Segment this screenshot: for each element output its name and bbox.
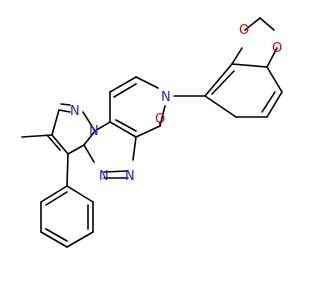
bond [83, 130, 96, 146]
atom-n-pyrazole-1: N [70, 104, 80, 119]
atom-n-pyrazole-2: N [89, 124, 99, 139]
bond [21, 134, 53, 138]
atom-n-triazine-1: N [99, 169, 109, 184]
bond [82, 111, 96, 132]
structure-drawing: O O N O N N N N [21, 17, 283, 248]
bond [109, 76, 137, 93]
bond [94, 121, 111, 132]
bond [266, 47, 278, 68]
atom-o-carbonyl: O [155, 112, 165, 127]
bond [58, 109, 71, 113]
atom-n-pyridinone: N [161, 90, 171, 105]
bond [46, 134, 61, 151]
bond [103, 170, 129, 173]
atoms: O O N O N N N N [70, 23, 282, 184]
bond [132, 136, 137, 161]
atom-n-triazine-2: N [125, 169, 135, 184]
bond [109, 121, 137, 138]
bond [66, 231, 94, 248]
bond [266, 66, 283, 93]
bond [51, 109, 60, 136]
atom-o-ring-bottom: O [272, 41, 282, 56]
bond [66, 185, 94, 203]
bond [113, 83, 137, 98]
bond [67, 144, 85, 155]
bond [244, 17, 261, 31]
bond [211, 70, 235, 95]
bond [204, 95, 237, 118]
bond [261, 91, 276, 113]
molecule-diagram: O O N O N N N N [21, 17, 283, 248]
bond [115, 119, 137, 132]
bond [266, 91, 283, 118]
bond [51, 134, 69, 155]
atom-o-ring-top: O [239, 23, 249, 38]
bond [60, 103, 71, 106]
bond [259, 17, 275, 31]
bonds [21, 17, 283, 248]
bond [83, 144, 95, 163]
bond [45, 191, 68, 206]
bond [135, 125, 161, 138]
bond [40, 231, 68, 248]
bond [231, 63, 268, 68]
bond [231, 47, 243, 65]
bond [135, 76, 159, 89]
bond [159, 105, 166, 127]
bond [45, 228, 68, 242]
bond [204, 63, 233, 97]
bond [40, 185, 68, 203]
bond [66, 153, 69, 187]
